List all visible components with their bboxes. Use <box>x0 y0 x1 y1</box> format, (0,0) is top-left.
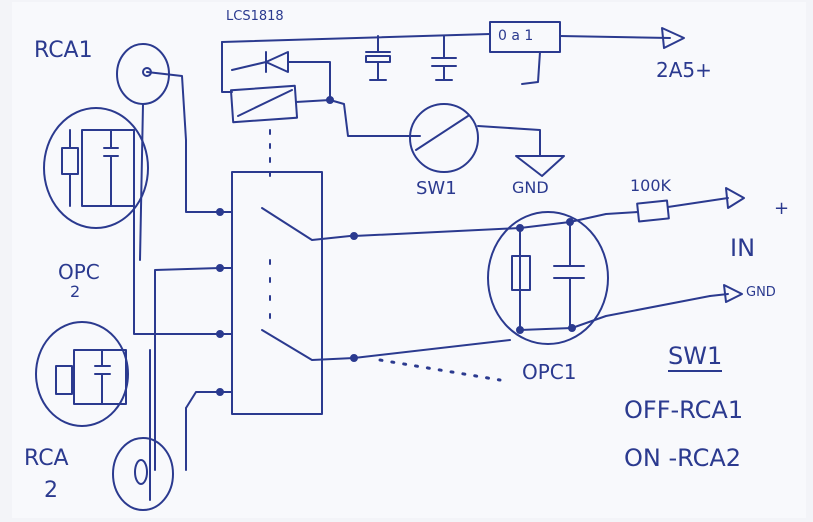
opc2-optocoupler <box>43 107 149 229</box>
plus-label: + <box>774 198 790 219</box>
legend-line2: ON -RCA2 <box>624 444 742 472</box>
sw1-label: SW1 <box>416 178 457 199</box>
opc2-label-line1: OPC <box>58 260 100 284</box>
paper <box>12 2 806 518</box>
rca1-connector <box>116 43 221 261</box>
signal-lines <box>353 227 521 382</box>
supply-section <box>221 21 685 137</box>
opc-lower-optocoupler <box>35 321 129 427</box>
gnd-output-label: GND <box>746 285 776 300</box>
in-label: IN <box>730 234 756 262</box>
left-wiring <box>133 205 221 501</box>
opc2-label-line2: 2 <box>70 282 81 301</box>
rca2-label-line2: 2 <box>44 478 58 503</box>
rca1-label: RCA1 <box>34 38 93 63</box>
gnd-ground-label: GND <box>512 178 549 197</box>
legend-title: SW1 <box>668 342 723 372</box>
supply-label: 2A5+ <box>656 58 712 82</box>
input-resistor <box>636 187 745 223</box>
rca2-connector <box>112 437 174 511</box>
legend-line1: OFF-RCA1 <box>624 396 744 424</box>
regulator-label: LCS1818 <box>226 9 284 24</box>
gnd-output-arrow <box>709 284 743 303</box>
resistor-label: 100K <box>630 176 672 195</box>
regulator-box-label: 0 a 1 <box>498 28 534 44</box>
rca2-label-line1: RCA <box>24 446 69 471</box>
sw1-switch <box>409 103 565 177</box>
opc1-optocoupler <box>487 211 711 345</box>
opc1-label: OPC1 <box>522 360 577 384</box>
